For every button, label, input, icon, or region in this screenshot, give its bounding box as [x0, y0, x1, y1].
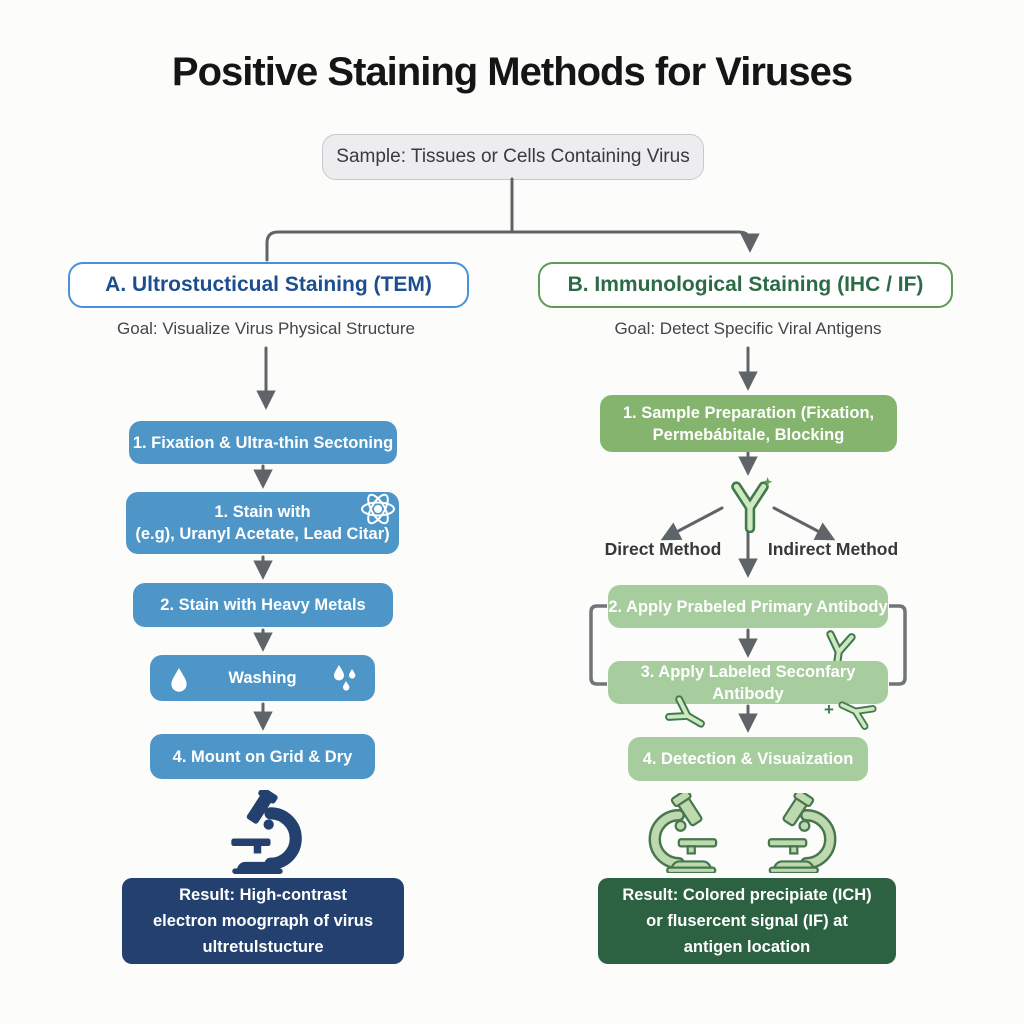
branch-a-header: A. Ultrostucticual Staining (TEM): [68, 262, 469, 308]
step-box-sample-prep: 1. Sample Preparation (Fixation, Permebá…: [600, 395, 897, 452]
step-box-heavy-metals: 2. Stain with Heavy Metals: [133, 583, 393, 627]
antibody-icon: [665, 695, 705, 728]
step-label: 1. Fixation & Ultra-thin Sectoning: [132, 433, 394, 452]
microscope-icon: [767, 793, 837, 873]
step-box-washing: Washing: [150, 655, 375, 701]
indirect-method-label: Indirect Method: [767, 539, 899, 559]
direct-method-label: Direct Method: [604, 539, 722, 559]
step-label: Washing: [228, 669, 297, 687]
branch-b-goal: Goal: Detect Specific Viral Antigens: [614, 319, 882, 338]
atom-icon: [361, 493, 395, 525]
step-label: 4. Detection & Visuaization: [642, 750, 854, 768]
step-box-detection: 4. Detection & Visuaization: [628, 737, 868, 781]
arrow-b-indirect-branch: [772, 506, 836, 541]
result-line: antigen location: [683, 938, 811, 956]
branch-b-header: B. Immunological Staining (IHC / IF): [538, 262, 953, 308]
antibody-icon: [838, 701, 877, 730]
result-line: ultretulstucture: [202, 938, 324, 956]
step-label: Permebábitale, Blocking: [652, 425, 845, 444]
step-box-stain-uranyl: 1. Stain with (e.g), Uranyl Acetate, Lea…: [126, 492, 399, 554]
result-line: Result: High-contrast: [179, 886, 347, 904]
step-label: 2. Apply Prabeled Primary Antibody: [608, 597, 888, 616]
step-box-primary-antibody: 2. Apply Prabeled Primary Antibody: [608, 585, 888, 628]
step-label: 2. Stain with Heavy Metals: [160, 596, 366, 614]
page-title: Positive Staining Methods for Viruses: [171, 50, 853, 94]
microscope-icon: [231, 790, 302, 874]
branch-a-header-label: A. Ultrostucticual Staining (TEM): [105, 273, 432, 296]
result-line: electron moogrraph of virus: [152, 912, 374, 930]
connector-branch-split: [265, 230, 760, 262]
result-box-ihc-if: Result: Colored precipiate (ICH) or flus…: [598, 878, 896, 964]
step-box-mount-grid: 4. Mount on Grid & Dry: [150, 734, 375, 779]
step-label: 1. Stain with: [214, 503, 311, 521]
plus-sign: +: [824, 700, 834, 719]
result-line: or flusercent signal (IF) at: [646, 912, 848, 930]
step-label: (e.g), Uranyl Acetate, Lead Citar): [135, 525, 390, 543]
step-label: 1. Sample Preparation (Fixation,: [622, 403, 875, 422]
bracket-left-steps23: [589, 604, 607, 686]
step-label: 3. Apply Labeled Seconfary Antibody: [640, 662, 856, 703]
branch-a-goal: Goal: Visualize Virus Physical Structure: [117, 319, 415, 338]
result-box-tem: Result: High-contrast electron moogrraph…: [122, 878, 404, 964]
step-label: 4. Mount on Grid & Dry: [172, 747, 353, 766]
sparkle-icon: [762, 477, 773, 487]
water-droplets-icon: [334, 665, 356, 691]
antibody-icon: [731, 477, 773, 533]
sample-box-label: Sample: Tissues or Cells Containing Viru…: [336, 146, 690, 167]
sample-box: Sample: Tissues or Cells Containing Viru…: [322, 134, 704, 180]
microscope-icon: [648, 793, 718, 873]
branch-b-header-label: B. Immunological Staining (IHC / IF): [567, 273, 924, 296]
step-box-secondary-antibody: 3. Apply Labeled Seconfary Antibody: [608, 661, 888, 704]
bracket-right-steps23: [889, 604, 907, 686]
water-drop-icon: [171, 668, 187, 692]
result-line: Result: Colored precipiate (ICH): [622, 886, 872, 904]
step-box-fixation: 1. Fixation & Ultra-thin Sectoning: [129, 421, 397, 464]
arrow-b-direct-branch: [660, 506, 724, 541]
